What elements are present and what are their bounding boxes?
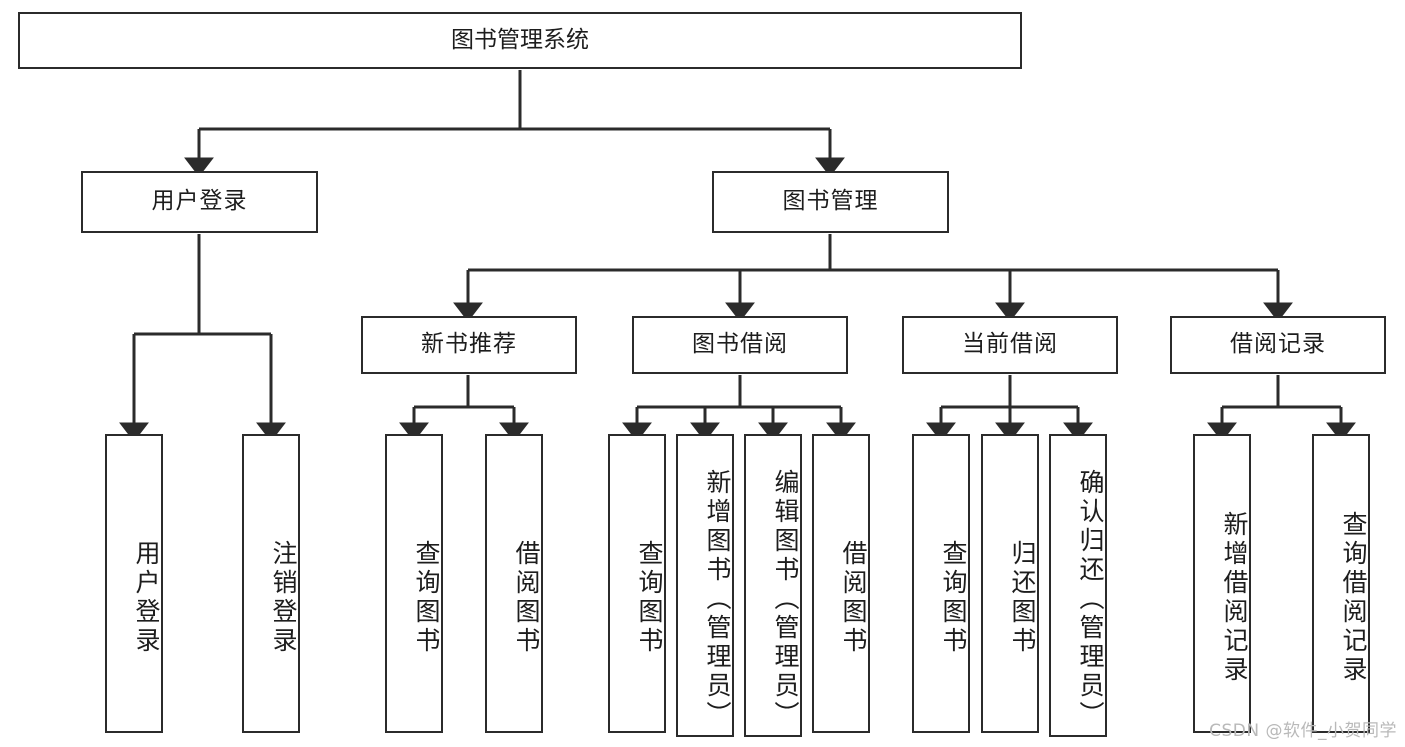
leaf-current-borrow-return[interactable]: 归还图书	[981, 434, 1039, 733]
node-book-borrow[interactable]: 图书借阅	[632, 316, 848, 374]
watermark: CSDN @软件_小贺同学	[1209, 721, 1397, 741]
node-label: 查询借阅记录	[1339, 510, 1368, 685]
leaf-borrow-record-query[interactable]: 查询借阅记录	[1312, 434, 1370, 733]
node-label: 借阅图书	[839, 539, 868, 656]
node-user-login[interactable]: 用户登录	[81, 171, 318, 233]
node-label: 借阅图书	[512, 539, 541, 656]
node-label: 图书管理	[782, 188, 879, 215]
leaf-new-book-query[interactable]: 查询图书	[385, 434, 443, 733]
node-label: 查询图书	[635, 539, 664, 656]
leaf-current-borrow-confirm-return[interactable]: 确认归还（管理员）	[1049, 434, 1107, 737]
node-label: 用户登录	[132, 539, 161, 656]
leaf-borrow-record-add[interactable]: 新增借阅记录	[1193, 434, 1251, 733]
node-current-borrow[interactable]: 当前借阅	[902, 316, 1118, 374]
node-root-book-management-system[interactable]: 图书管理系统	[18, 12, 1022, 69]
node-label: 查询图书	[939, 539, 968, 656]
node-label: 归还图书	[1008, 539, 1037, 656]
node-label: 新书推荐	[421, 331, 517, 358]
node-label: 编辑图书（管理员）	[771, 469, 800, 730]
node-label: 注销登录	[269, 539, 298, 656]
node-book-management[interactable]: 图书管理	[712, 171, 949, 233]
node-label: 用户登录	[151, 188, 248, 215]
leaf-book-borrow-add[interactable]: 新增图书（管理员）	[676, 434, 734, 737]
leaf-book-borrow-edit[interactable]: 编辑图书（管理员）	[744, 434, 802, 737]
leaf-book-borrow-query[interactable]: 查询图书	[608, 434, 666, 733]
node-label: 新增图书（管理员）	[703, 469, 732, 730]
node-label: 图书借阅	[692, 331, 788, 358]
leaf-user-login-signout[interactable]: 注销登录	[242, 434, 300, 733]
node-label: 新增借阅记录	[1220, 510, 1249, 685]
node-label: 查询图书	[412, 539, 441, 656]
leaf-user-login-signin[interactable]: 用户登录	[105, 434, 163, 733]
node-label: 借阅记录	[1230, 331, 1326, 358]
leaf-current-borrow-query[interactable]: 查询图书	[912, 434, 970, 733]
node-borrow-records[interactable]: 借阅记录	[1170, 316, 1386, 374]
node-new-book-recommend[interactable]: 新书推荐	[361, 316, 577, 374]
leaf-book-borrow-borrow[interactable]: 借阅图书	[812, 434, 870, 733]
node-label: 图书管理系统	[451, 26, 589, 53]
leaf-new-book-borrow[interactable]: 借阅图书	[485, 434, 543, 733]
node-label: 确认归还（管理员）	[1076, 469, 1105, 730]
node-label: 当前借阅	[962, 331, 1058, 358]
